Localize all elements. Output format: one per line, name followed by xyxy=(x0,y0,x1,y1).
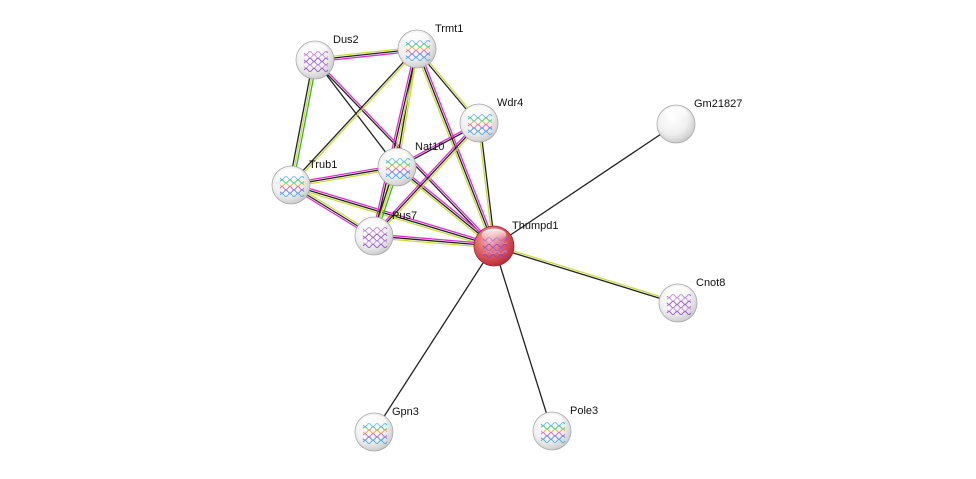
edge-evidence-text-mining xyxy=(375,49,420,237)
edge-evidence-coexpression xyxy=(396,166,495,247)
node-highlight xyxy=(362,415,386,428)
node-label-pus7: Pus7 xyxy=(392,210,417,222)
node-highlight xyxy=(467,106,491,119)
node-dus2[interactable]: Dus2 xyxy=(295,34,359,80)
edge-evidence-text-mining xyxy=(374,123,481,238)
node-highlight xyxy=(405,32,429,45)
edge-evidence-text-mining xyxy=(477,123,494,247)
edge-evidence-text-mining xyxy=(395,167,494,248)
edge-evidence-coexpression xyxy=(479,122,496,246)
node-pole3[interactable]: Pole3 xyxy=(532,405,598,451)
edge-trmt1-pus7[interactable] xyxy=(371,48,420,237)
node-wdr4[interactable]: Wdr4 xyxy=(459,97,523,143)
node-highlight xyxy=(664,107,688,120)
edge-evidence-coexpression xyxy=(289,47,417,185)
edge-evidence-neighborhood xyxy=(292,60,318,186)
edge-evidence-coexpression xyxy=(493,245,553,432)
edge-trmt1-trub1[interactable] xyxy=(289,47,419,187)
node-highlight xyxy=(362,219,386,232)
node-label-pole3: Pole3 xyxy=(570,405,598,417)
edge-wdr4-pus7[interactable] xyxy=(372,121,481,238)
node-highlight xyxy=(481,228,507,242)
edge-evidence-experiments xyxy=(371,48,416,236)
edge-evidence-coexpression xyxy=(288,59,314,185)
edge-evidence-experiments xyxy=(372,121,479,236)
edge-evidence-coexpression xyxy=(373,245,495,433)
node-label-thumpd1: Thumpd1 xyxy=(512,220,558,232)
edge-evidence-coexpression xyxy=(493,246,678,305)
edge-evidence-coexpression xyxy=(493,123,677,247)
node-highlight xyxy=(385,150,409,163)
node-label-cnot8: Cnot8 xyxy=(696,277,725,289)
node-trmt1[interactable]: Trmt1 xyxy=(397,23,463,69)
node-highlight xyxy=(279,168,303,181)
node-label-dus2: Dus2 xyxy=(333,34,359,46)
node-label-trmt1: Trmt1 xyxy=(435,23,463,35)
edge-evidence-coexpression xyxy=(373,122,480,237)
edge-thumpd1-nat10[interactable] xyxy=(395,165,496,248)
node-pus7[interactable]: Pus7 xyxy=(354,210,417,256)
edge-evidence-coexpression xyxy=(373,48,418,237)
node-thumpd1[interactable]: Thumpd1 xyxy=(473,220,558,267)
node-highlight xyxy=(540,414,564,427)
edge-thumpd1-pole3[interactable] xyxy=(493,245,553,432)
protein-structure-icon xyxy=(303,51,329,72)
node-label-trub1: Trub1 xyxy=(309,159,337,171)
edge-evidence-experiments xyxy=(291,182,495,245)
edge-evidence-text-mining xyxy=(291,49,419,187)
node-trub1[interactable]: Trub1 xyxy=(271,159,337,205)
edge-thumpd1-gm21827[interactable] xyxy=(493,123,677,247)
edge-thumpd1-cnot8[interactable] xyxy=(493,244,679,305)
protein-structure-icon xyxy=(279,176,305,197)
edge-evidence-experiments xyxy=(397,165,496,246)
edge-evidence-text-mining xyxy=(290,59,316,186)
protein-structure-icon xyxy=(405,40,431,61)
node-highlight xyxy=(666,286,690,299)
edge-dus2-trub1[interactable] xyxy=(288,59,318,186)
node-label-gpn3: Gpn3 xyxy=(392,406,419,418)
node-highlight xyxy=(303,43,327,56)
node-gpn3[interactable]: Gpn3 xyxy=(354,406,419,452)
edge-thumpd1-wdr4[interactable] xyxy=(477,122,496,247)
edge-thumpd1-gpn3[interactable] xyxy=(373,245,495,433)
node-label-nat10: Nat10 xyxy=(415,141,444,153)
node-cnot8[interactable]: Cnot8 xyxy=(658,277,725,323)
node-nat10[interactable]: Nat10 xyxy=(377,141,444,187)
node-label-gm21827: Gm21827 xyxy=(694,98,742,110)
edge-evidence-text-mining xyxy=(494,244,679,303)
node-label-wdr4: Wdr4 xyxy=(497,97,523,109)
node-gm21827[interactable]: Gm21827 xyxy=(656,98,742,144)
